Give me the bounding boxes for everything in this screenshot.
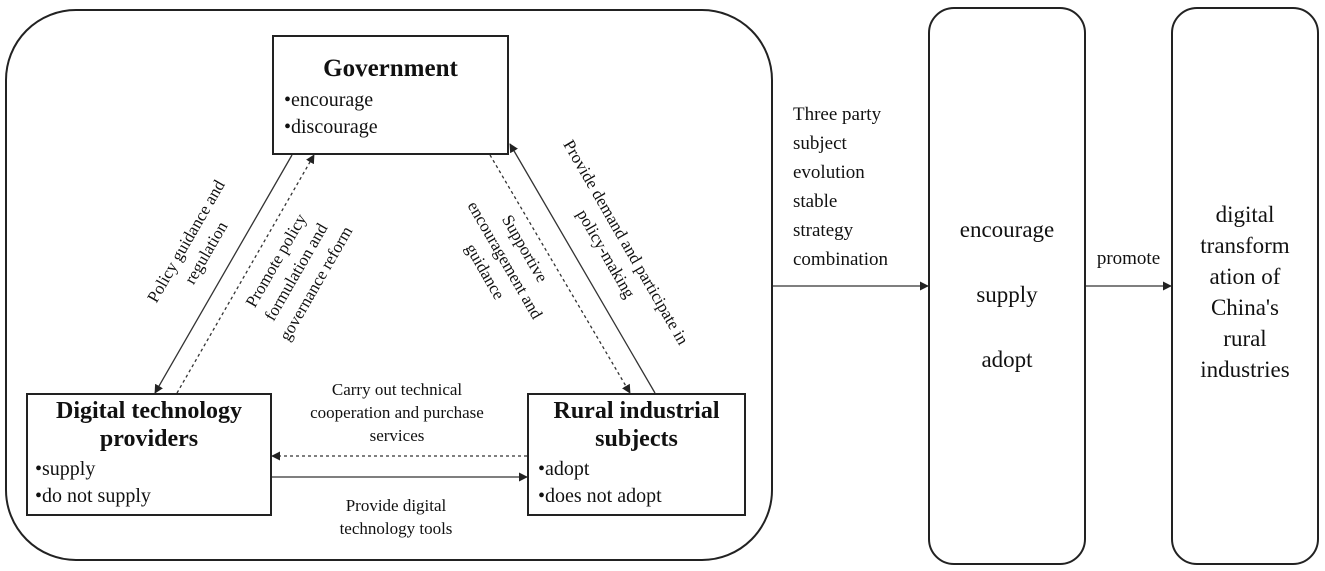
rural-title-line2: subjects	[595, 426, 678, 453]
outcome-line2: transform	[1200, 233, 1290, 258]
government-title: Government	[323, 55, 458, 82]
arrow-provide-demand	[509, 143, 656, 394]
providers-option-not-supply: •do not supply	[35, 484, 151, 507]
game-frame	[5, 9, 773, 561]
evolution-label: Three party subject evolution stable str…	[793, 100, 888, 274]
strategy-box: encourage supply adopt	[928, 7, 1086, 565]
evolution-line6: combination	[793, 249, 888, 270]
strategy-adopt: adopt	[981, 347, 1033, 372]
rural-box: Rural industrial subjects •adopt •does n…	[527, 393, 746, 516]
evolution-line1: Three party	[793, 104, 882, 125]
government-option-encourage: •encourage	[284, 88, 374, 111]
digital-tools-line1: Provide digital	[345, 496, 447, 515]
cooperation-line3: services	[369, 426, 425, 445]
outcome-line3: ation of	[1209, 264, 1281, 289]
promote-label: promote	[1096, 248, 1161, 269]
providers-title-line1: Digital technology	[56, 398, 242, 424]
edge-label-cooperation: Carry out technical cooperation and purc…	[292, 378, 502, 447]
outcome-line6: industries	[1200, 357, 1290, 382]
digital-tools-line2: technology tools	[339, 519, 453, 538]
evolution-line5: strategy	[793, 220, 854, 241]
arrow-promote-policy	[176, 154, 315, 394]
rural-option-adopt: •adopt	[538, 457, 590, 480]
outcome-line4: China's	[1210, 295, 1280, 320]
cooperation-line1: Carry out technical	[331, 380, 463, 399]
arrow-supportive	[489, 154, 631, 394]
outcome-line5: rural	[1223, 326, 1267, 351]
providers-title: Digital technology providers	[28, 397, 270, 454]
providers-title-line2: providers	[99, 426, 199, 453]
evolution-line3: evolution	[793, 162, 865, 183]
strategy-supply: supply	[976, 282, 1038, 307]
evolution-line2: subject	[793, 133, 847, 154]
edge-label-digital-tools: Provide digital technology tools	[306, 494, 486, 540]
cooperation-line2: cooperation and purchase	[310, 403, 484, 422]
government-option-discourage: •discourage	[284, 115, 378, 138]
providers-box: Digital technology providers •supply •do…	[26, 393, 272, 516]
rural-title-line1: Rural industrial	[553, 398, 720, 424]
outcome-line1: digital	[1215, 202, 1275, 227]
arrow-policy-guidance	[154, 154, 293, 394]
government-box: Government •encourage •discourage	[272, 35, 509, 155]
evolution-line4: stable	[793, 191, 838, 212]
providers-option-supply: •supply	[35, 457, 96, 480]
strategy-encourage: encourage	[959, 217, 1055, 242]
rural-option-not-adopt: •does not adopt	[538, 484, 662, 507]
outcome-box: digital transform ation of China's rural…	[1171, 7, 1319, 565]
rural-title: Rural industrial subjects	[529, 397, 744, 454]
